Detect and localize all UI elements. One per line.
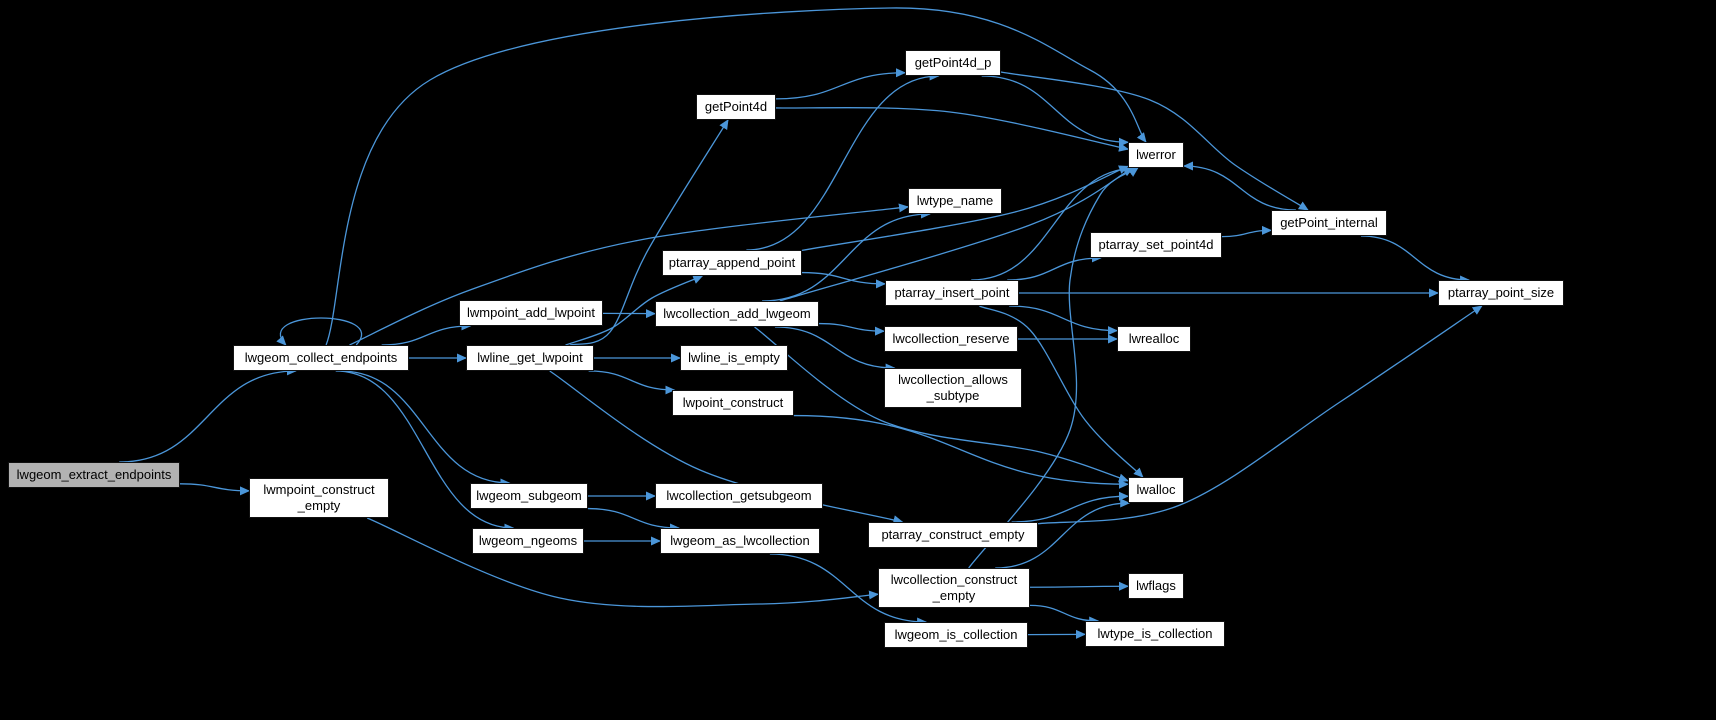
node-lineget[interactable]: lwline_get_lwpoint [466,345,594,371]
node-collect[interactable]: lwgeom_collect_endpoints [233,345,409,371]
edge-extract-collect [119,366,297,463]
edge-collconstruct-lwalloc [995,498,1131,569]
edge-lineget-gp4d [569,119,729,346]
edge-collconstruct-lwflags [1029,581,1129,591]
node-gpinternal[interactable]: getPoint_internal [1271,210,1387,236]
edge-gpinternal-papointsize [1360,235,1471,285]
edge-collconstruct-typeiscoll [1029,604,1100,626]
edge-gpinternal-lwerror [1183,161,1296,211]
node-ngeoms[interactable]: lwgeom_ngeoms [472,528,584,554]
node-collconstruct[interactable]: lwcollection_construct _empty [878,568,1030,608]
node-extract: lwgeom_extract_endpoints [8,462,180,488]
edge-paconstruct-lwalloc [1011,491,1129,523]
node-lwrealloc[interactable]: lwrealloc [1117,326,1191,352]
edge-painsert-setp4d [1007,253,1102,281]
node-gp4dp[interactable]: getPoint4d_p [905,50,1001,76]
node-colladd[interactable]: lwcollection_add_lwgeom [655,301,819,327]
edge-lineget-paappend [565,275,704,346]
edge-paconstruct-papointsize [1037,305,1483,525]
edge-colladd-lwalloc [754,326,1129,483]
node-paappend[interactable]: ptarray_append_point [662,250,802,276]
node-mpconstruct[interactable]: lwmpoint_construct _empty [249,478,389,518]
edge-collconstruct-lwerror [968,167,1139,569]
edge-paappend-painsert [801,271,886,289]
edge-collect-subgeom [340,370,511,488]
edge-lineget-paconstruct [549,370,904,525]
edge-gp4d-lwerror [775,106,1129,152]
node-lwalloc[interactable]: lwalloc [1128,477,1184,503]
node-paconstruct[interactable]: ptarray_construct_empty [868,522,1038,548]
edge-setp4d-gpinternal [1221,225,1272,238]
edge-paappend-gp4dp [746,71,940,251]
node-ptconstruct[interactable]: lwpoint_construct [672,390,794,416]
node-setp4d[interactable]: ptarray_set_point4d [1090,232,1222,258]
edge-lineget-ptconstruct [588,370,676,395]
edge-aslwcoll-iscoll [769,553,928,627]
edge-mpconstruct-collconstruct [366,517,879,608]
edge-colladd-lwerror [779,167,1134,302]
node-gp4d[interactable]: getPoint4d [696,94,776,120]
edge-ptconstruct-lwalloc [793,414,1129,489]
edge-collect-collect [276,317,363,346]
node-aslwcoll[interactable]: lwgeom_as_lwcollection [660,528,820,554]
edge-painsert-lwerror [971,163,1138,281]
node-lineempty[interactable]: lwline_is_empty [680,345,788,371]
edge-colladd-typename [762,209,931,302]
edge-painsert-lwrealloc [1009,305,1118,336]
edge-collect-mpadd [381,321,472,346]
node-painsert[interactable]: ptarray_insert_point [885,280,1019,306]
edge-painsert-lwalloc [979,305,1144,478]
node-iscoll[interactable]: lwgeom_is_collection [884,622,1028,648]
node-collreserve[interactable]: lwcollection_reserve [884,326,1018,352]
node-subgeom[interactable]: lwgeom_subgeom [470,483,588,509]
edge-gp4d-gp4dp [775,68,906,100]
edge-gp4dp-lwerror [981,75,1129,147]
edge-collect-typename [349,203,909,346]
edge-gp4dp-gpinternal [1000,71,1309,211]
edge-paappend-lwerror [801,165,1129,252]
edge-collect-ngeoms [335,370,515,533]
edge-subgeom-aslwcoll [587,507,681,533]
node-typename[interactable]: lwtype_name [908,188,1002,214]
edge-colladd-allows [774,326,896,373]
edge-colladd-collreserve [818,322,885,336]
node-lwerror[interactable]: lwerror [1128,142,1184,168]
edge-collect-lwerror [325,7,1147,346]
node-mpadd[interactable]: lwmpoint_add_lwpoint [459,300,603,326]
node-papointsize[interactable]: ptarray_point_size [1438,280,1564,306]
node-lwflags[interactable]: lwflags [1128,573,1184,599]
node-allows[interactable]: lwcollection_allows _subtype [884,368,1022,408]
node-getsub[interactable]: lwcollection_getsubgeom [655,483,823,509]
edge-extract-mpconstruct [179,483,250,496]
node-typeiscoll[interactable]: lwtype_is_collection [1085,621,1225,647]
